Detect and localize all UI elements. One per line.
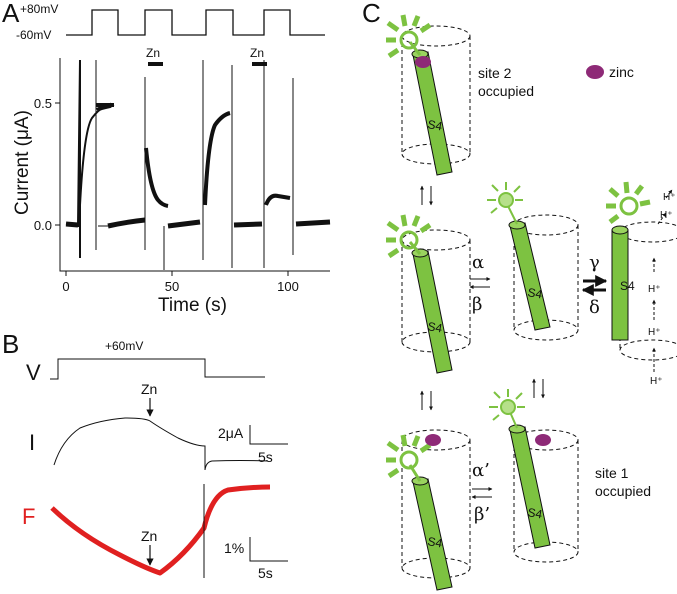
ytick-label-0-0: 0.0: [34, 218, 52, 233]
voltage-step-trace: [50, 358, 265, 380]
zinc-legend-icon: [586, 65, 604, 79]
scale-f-time: 5s: [258, 565, 273, 581]
scale-f-pct: 1%: [224, 540, 244, 556]
site2-label-line2: occupied: [478, 83, 534, 99]
current-trace: [65, 59, 331, 270]
transition-arrows-bottom-right: [532, 378, 545, 399]
s4-label-s1a: S4: [526, 505, 543, 521]
site1-label-line1: site 1: [595, 465, 629, 481]
panel-c-label: C: [362, 0, 381, 28]
x-axis-title: Time (s): [158, 295, 227, 316]
transition-alpha-beta-prime: α’ β’: [471, 460, 493, 525]
proton-label-5: H⁺: [663, 192, 676, 203]
proton-label-4: H⁺: [660, 210, 673, 221]
s4-label-top: S4: [426, 117, 443, 133]
v-value-label: +60mV: [105, 339, 143, 353]
state-activated: S4: [487, 182, 579, 341]
s4-label-act: S4: [526, 285, 543, 301]
scale-i-time: 5s: [258, 449, 273, 465]
s4-label-rest: S4: [426, 319, 443, 335]
panel-b-label: B: [2, 329, 19, 359]
voltage-protocol-trace: [66, 9, 325, 36]
site1-label-line2: occupied: [595, 483, 651, 499]
ytick-label-0-5: 0.5: [34, 96, 52, 111]
proton-label-1: H⁺: [650, 376, 663, 387]
i-trace-label: I: [29, 430, 35, 455]
zn-label-2: Zn: [250, 46, 264, 60]
transition-alpha-beta: α β: [469, 252, 491, 315]
voltage-low-label: -60mV: [16, 28, 51, 42]
zinc-legend-label: zinc: [609, 64, 634, 80]
proton-label-2: H⁺: [648, 327, 661, 338]
transition-arrows-bottom-left: [420, 390, 433, 411]
zn-bar-2: [252, 62, 267, 66]
zn-arrow-label-i: Zn: [141, 381, 157, 397]
zn-label-1: Zn: [146, 46, 160, 60]
voltage-high-label: +80mV: [20, 2, 58, 16]
delta-label: δ: [589, 297, 600, 318]
panel-c: C site 2 occupied zinc site 1 occupied S…: [362, 0, 677, 591]
scale-i-amp: 2μA: [218, 425, 244, 441]
y-axis-title: Current (μA): [12, 110, 33, 215]
alpha-label: α: [472, 252, 484, 273]
current-trace-b: [53, 417, 269, 471]
fluorescence-trace: [50, 484, 271, 576]
beta-prime-label: β’: [474, 504, 490, 525]
transition-arrows-top: [420, 185, 433, 206]
state-open: S4 H⁺ H⁺ H⁺ H⁺ H⁺: [606, 181, 677, 387]
gamma-label: γ: [589, 252, 600, 273]
state-site1-resting: S4: [386, 429, 471, 591]
state-site1-activated: S4: [489, 389, 579, 563]
zn-bar-1: [148, 62, 163, 66]
panel-a: A +80mV -60mV Zn Zn 0.5 0.0 0 50 100 Tim…: [2, 0, 331, 316]
xtick-label-0: 0: [62, 279, 69, 294]
s4-label-open: S4: [620, 279, 635, 293]
panel-b: B V +60mV I Zn 2μA 5s F Zn 1% 5s: [2, 329, 288, 581]
s4-label-s1r: S4: [426, 534, 443, 550]
xtick-label-100: 100: [277, 279, 299, 294]
zn-arrow-label-f: Zn: [141, 528, 157, 544]
xtick-label-50: 50: [165, 279, 179, 294]
v-trace-label: V: [26, 360, 41, 385]
site2-label-line1: site 2: [478, 65, 512, 81]
panel-a-label: A: [2, 0, 20, 28]
transition-gamma-delta: γ δ: [581, 252, 608, 318]
beta-label: β: [472, 294, 482, 315]
f-trace-label: F: [22, 504, 35, 529]
panel-a-axes: [59, 58, 330, 272]
scale-bar-f: [249, 537, 288, 562]
proton-label-3: H⁺: [648, 284, 661, 295]
state-resting: S4: [386, 214, 471, 374]
state-site2-occupied: S4: [386, 14, 471, 176]
alpha-prime-label: α’: [472, 460, 490, 481]
scale-bar-i: [249, 425, 288, 445]
